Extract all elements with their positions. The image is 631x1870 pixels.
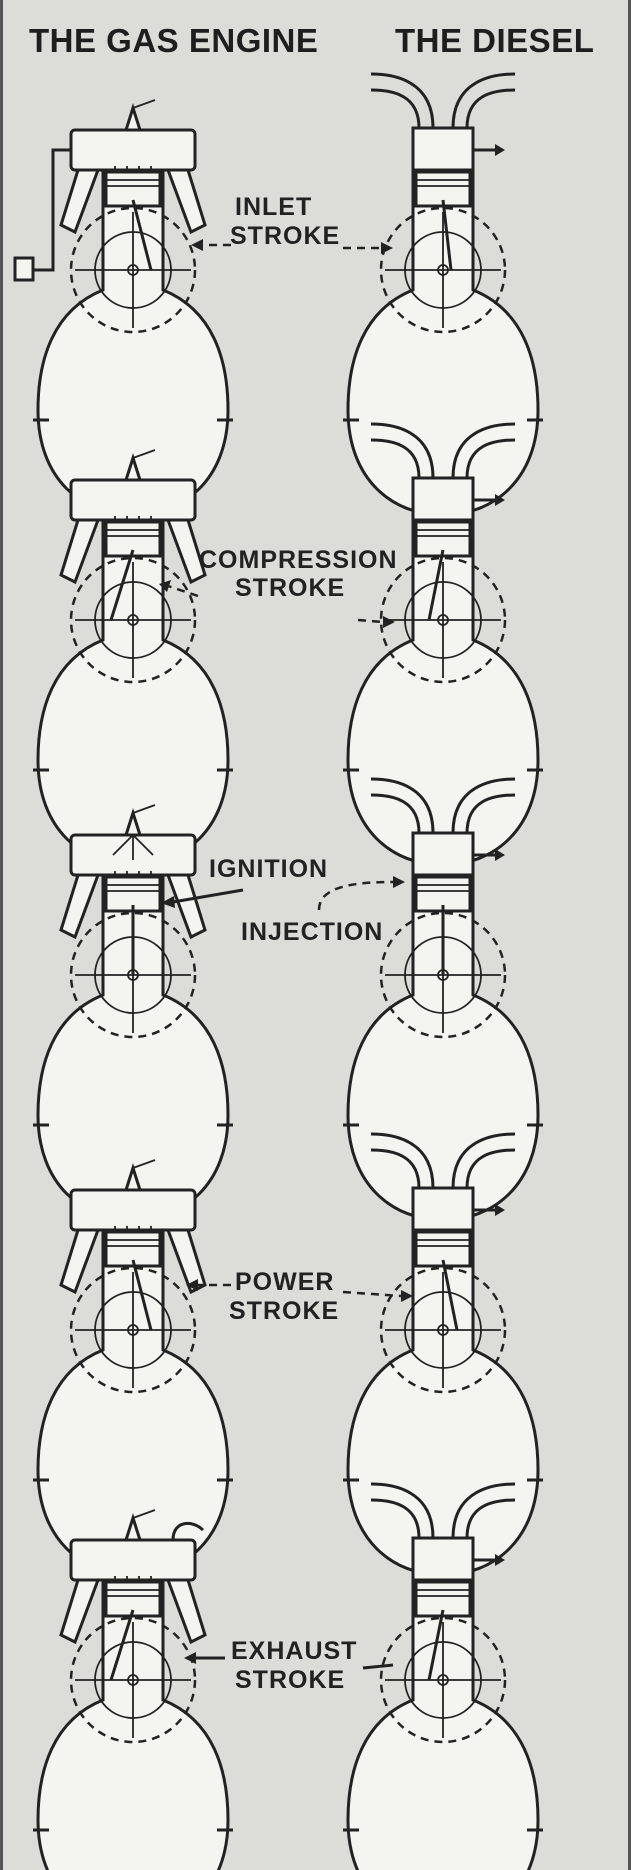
inlet-stroke-label: STROKE: [230, 222, 340, 251]
diesel-injection: [343, 779, 543, 1220]
inlet-label: INLET: [235, 193, 312, 222]
compression-stroke-label: STROKE: [235, 574, 345, 603]
power-label: POWER: [235, 1268, 334, 1297]
ignition-label: IGNITION: [209, 855, 328, 884]
exhaust-stroke-label: STROKE: [235, 1666, 345, 1695]
diesel-compression-stroke: [343, 424, 543, 865]
gas-engine-inlet-stroke: [15, 100, 233, 515]
power-stroke-label: STROKE: [229, 1297, 339, 1326]
compression-label: COMPRESSION: [199, 546, 398, 575]
gas-engine-exhaust-stroke: [33, 1510, 233, 1870]
gas-engine-ignition: [33, 805, 233, 1220]
gas-engine-compression-stroke: [33, 450, 233, 865]
diesel-inlet-stroke: [343, 74, 543, 515]
injection-label: INJECTION: [241, 918, 383, 947]
diesel-power-stroke: [343, 1134, 543, 1575]
exhaust-label: EXHAUST: [231, 1637, 357, 1666]
gas-engine-power-stroke: [33, 1160, 233, 1575]
